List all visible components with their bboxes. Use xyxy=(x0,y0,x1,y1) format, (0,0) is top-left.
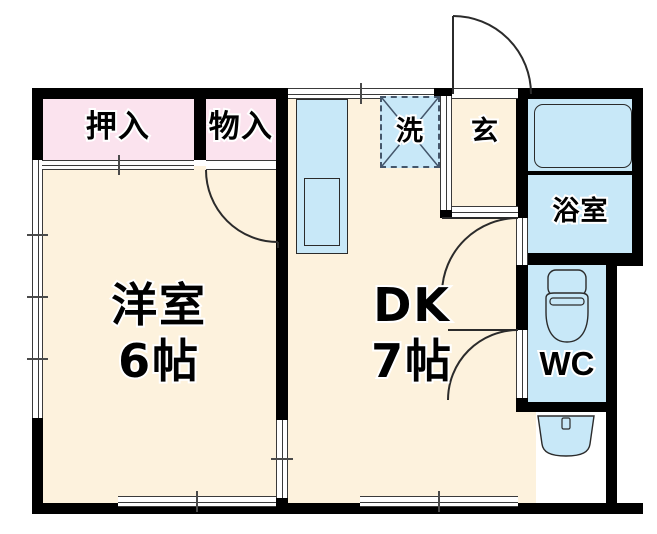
wall-bath-divider xyxy=(528,171,643,175)
entrance-door-swing xyxy=(452,15,532,95)
wall-left-top-stub xyxy=(32,88,43,166)
label-yokushitsu: 浴室 xyxy=(550,196,609,227)
wc-door-panel[interactable] xyxy=(516,330,528,398)
label-monoire: 物入 xyxy=(207,109,274,145)
room-fill-oshiire xyxy=(42,98,194,160)
window-west-tick-1 xyxy=(27,234,48,236)
wc-door-swing xyxy=(447,329,519,401)
toilet-icon xyxy=(545,269,589,343)
wall-center-partition-upper xyxy=(276,88,288,424)
kitchen-sink-basin xyxy=(304,178,340,246)
genkan-partition-left[interactable] xyxy=(440,96,452,210)
sliding-door-partition-tick xyxy=(271,458,293,460)
wall-wc-left xyxy=(516,261,528,334)
door-opening-monoire xyxy=(206,160,276,170)
wall-left-bottom xyxy=(32,416,43,514)
label-washitsu-name: 洋室 xyxy=(109,278,207,332)
window-south-dk-tick xyxy=(438,491,440,512)
room-fill-washitsu xyxy=(42,166,276,504)
wall-center-partition-lower-stub xyxy=(276,496,288,514)
room-fill-genkan xyxy=(452,98,522,218)
dk-door-panel[interactable] xyxy=(516,218,528,265)
wall-bath-bottom xyxy=(516,253,643,265)
washing-machine-cross-icon xyxy=(381,97,439,167)
label-sen: 洗 xyxy=(394,116,425,147)
dk-door-swing xyxy=(441,217,519,293)
label-oshiire: 押入 xyxy=(84,109,151,145)
label-genkan: 玄 xyxy=(469,116,500,147)
label-wc: WC xyxy=(538,345,597,382)
entrance-threshold xyxy=(452,88,518,99)
genkan-step-opening xyxy=(452,206,518,218)
label-dk-name: DK xyxy=(371,278,451,332)
sliding-door-oshiire-tick xyxy=(118,155,120,175)
window-west-tick-3 xyxy=(27,358,48,360)
label-dk-size: 7帖 xyxy=(369,334,453,388)
window-south-living-tick xyxy=(196,491,198,512)
washbasin-icon xyxy=(537,415,595,457)
label-washitsu-size: 6帖 xyxy=(116,334,200,388)
window-west[interactable] xyxy=(32,160,43,418)
bathtub xyxy=(534,104,632,168)
room-fill-monoire xyxy=(206,98,276,160)
wall-right-lower xyxy=(606,255,617,514)
storage-door-swing xyxy=(205,169,279,248)
wall-top-left xyxy=(32,88,286,99)
wall-genkan-left xyxy=(440,88,452,96)
window-north-kitchen-tick xyxy=(360,83,362,104)
window-west-tick-2 xyxy=(27,296,48,298)
wall-top-right xyxy=(518,88,643,99)
wall-oshiire-divider xyxy=(194,88,206,160)
wall-right-upper xyxy=(632,88,643,266)
wall-bottom xyxy=(32,503,643,514)
wall-wc-bottom xyxy=(516,402,616,412)
